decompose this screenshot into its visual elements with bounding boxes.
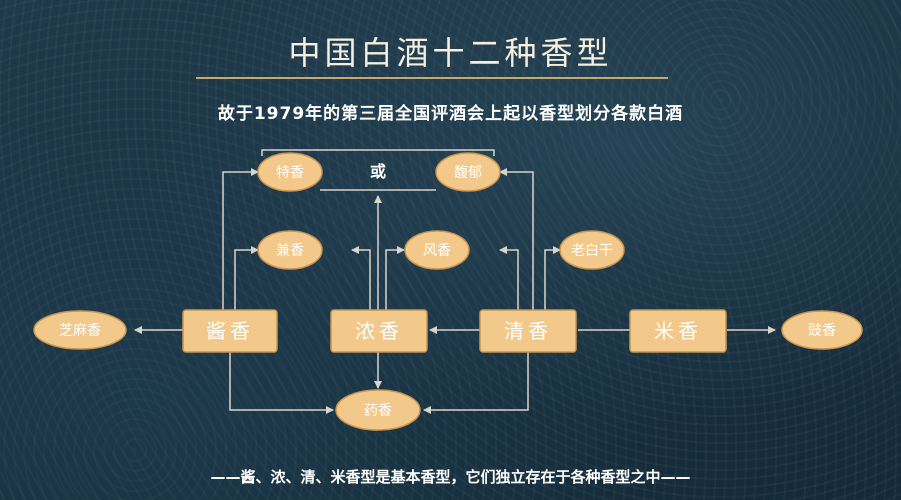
connector-nong-to-feng xyxy=(385,246,405,313)
node-jian-label: 兼香 xyxy=(276,243,304,259)
node-laobaigan: 老白干 xyxy=(559,230,625,270)
or-connector-label: 或 xyxy=(370,162,386,181)
node-fuyu-label: 馥郁 xyxy=(454,164,482,181)
node-jian: 兼香 xyxy=(257,230,323,270)
node-nong-label: 浓香 xyxy=(355,319,403,343)
node-fuyu: 馥郁 xyxy=(435,152,501,192)
node-feng: 风香 xyxy=(404,230,470,270)
node-jiang-label: 酱香 xyxy=(206,319,254,343)
node-mi: 米香 xyxy=(629,309,727,353)
node-yao: 药香 xyxy=(335,389,421,431)
node-mi-label: 米香 xyxy=(654,319,702,343)
node-chi: 豉香 xyxy=(781,310,863,350)
node-te: 特香 xyxy=(257,152,323,192)
node-feng-label: 风香 xyxy=(423,243,451,259)
connector-qing-to-feng xyxy=(499,246,519,313)
page-title: 中国白酒十二种香型 xyxy=(288,34,613,72)
connector-qing-to-fuyu xyxy=(499,168,534,313)
connector-jiang-to-yao xyxy=(229,352,334,414)
node-qing-label: 清香 xyxy=(504,319,552,343)
connector-lines xyxy=(134,149,776,414)
page-subtitle: 故于1979年的第三届全国评酒会上起以香型划分各款白酒 xyxy=(217,104,684,124)
basic-nodes: 酱香 浓香 清香 米香 xyxy=(182,309,727,353)
title-underline xyxy=(196,77,668,79)
connector-qing-to-yao xyxy=(423,352,529,414)
node-nong: 浓香 xyxy=(330,309,428,353)
connector-qing-to-laobaigan xyxy=(544,246,561,313)
node-jiang: 酱香 xyxy=(182,309,278,353)
node-te-label: 特香 xyxy=(276,165,304,181)
connector-jiang-to-jian xyxy=(234,246,259,313)
node-zhima: 芝麻香 xyxy=(33,310,127,350)
node-zhima-label: 芝麻香 xyxy=(59,323,101,339)
connector-nong-to-jian xyxy=(351,246,371,313)
node-laobaigan-label: 老白干 xyxy=(571,243,613,259)
node-chi-label: 豉香 xyxy=(808,323,836,339)
node-yao-label: 药香 xyxy=(364,403,392,419)
connector-top-bracket xyxy=(261,149,495,156)
footer-note: ——酱、浓、清、米香型是基本香型，它们独立存在于各种香型之中—— xyxy=(210,468,691,486)
derived-nodes: 特香 馥郁 或 兼香 风香 老白干 芝麻香 xyxy=(33,152,863,431)
node-qing: 清香 xyxy=(479,309,577,353)
connector-jiang-to-te xyxy=(222,168,259,313)
